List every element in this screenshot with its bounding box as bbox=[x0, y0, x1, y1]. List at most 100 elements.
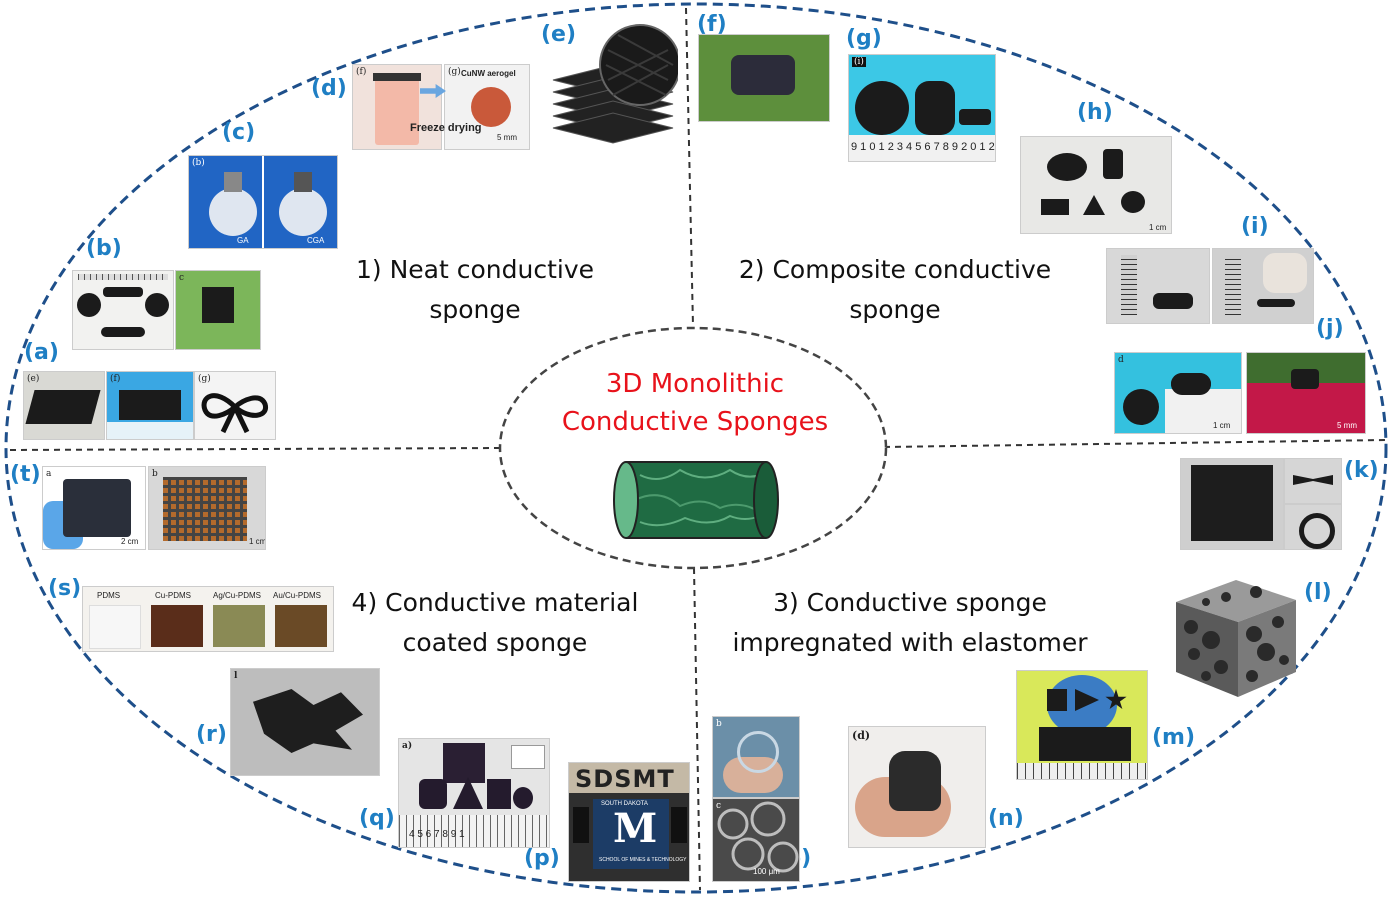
photo-k-1 bbox=[1180, 458, 1284, 550]
photo-b-1 bbox=[72, 270, 174, 350]
photo-p-school: SCHOOL OF MINES & TECHNOLOGY bbox=[599, 857, 687, 863]
photo-a-2: (f) bbox=[106, 371, 194, 440]
photo-s-label4: Au/Cu-PDMS bbox=[273, 591, 322, 600]
sign-top bbox=[569, 763, 689, 793]
square bbox=[1047, 689, 1067, 711]
photo-b-2: c bbox=[175, 270, 261, 350]
photo-q-tag: a) bbox=[402, 741, 413, 751]
label-k: (k) bbox=[1344, 458, 1379, 483]
photo-a-tag-g: (g) bbox=[198, 374, 211, 384]
quadrant-3-line2: impregnated with elastomer bbox=[732, 628, 1088, 657]
photo-t-scale2: 1 cm bbox=[249, 537, 266, 546]
quadrant-3-title: 3) Conductive sponge impregnated with el… bbox=[705, 583, 1115, 663]
sponge-block bbox=[573, 807, 589, 843]
photo-o-1: b bbox=[712, 716, 800, 798]
photo-d-aerogel: CuNW aerogel bbox=[461, 69, 516, 78]
photo-p: SDSMT SOUTH DAKOTA M SCHOOL OF MINES & T… bbox=[568, 762, 690, 882]
sample-cu-pdms bbox=[151, 605, 203, 647]
label-n: (n) bbox=[988, 806, 1024, 831]
photo-d-1: (f) bbox=[352, 64, 442, 150]
photo-d-tag-f: (f) bbox=[356, 67, 367, 77]
center-title-line2: Conductive Sponges bbox=[561, 407, 829, 437]
photo-n-tag: (d) bbox=[852, 729, 871, 742]
label-i: (i) bbox=[1241, 214, 1269, 239]
rod bbox=[959, 109, 991, 125]
outer-ellipse bbox=[4, 2, 1388, 894]
divider-top bbox=[685, 7, 694, 327]
photo-l-porous-cube bbox=[1176, 580, 1296, 697]
photo-i-1 bbox=[1106, 248, 1210, 324]
label-b: (b) bbox=[86, 236, 122, 261]
label-m: (m) bbox=[1152, 725, 1196, 750]
quadrant-2-title: 2) Composite conductive sponge bbox=[715, 250, 1075, 330]
photo-o-scale: 100 μm bbox=[753, 867, 780, 876]
photo-j-scale1: 1 cm bbox=[1213, 421, 1231, 430]
sponge-block bbox=[671, 807, 687, 843]
photo-p-sdsmt: SDSMT bbox=[575, 765, 675, 793]
label-j: (j) bbox=[1316, 316, 1344, 341]
photo-o-2: c 100 μm bbox=[712, 798, 800, 882]
bent-sponge bbox=[889, 751, 941, 811]
label-q: (q) bbox=[359, 806, 395, 831]
vial bbox=[375, 75, 419, 145]
quadrant-2-line2: sponge bbox=[849, 295, 941, 324]
label-r: (r) bbox=[196, 722, 227, 747]
ruler bbox=[1017, 763, 1147, 779]
triangle bbox=[1083, 195, 1105, 215]
photo-s: PDMS Cu-PDMS Ag/Cu-PDMS Au/Cu-PDMS bbox=[82, 586, 334, 652]
photo-k-2 bbox=[1284, 458, 1342, 504]
disc bbox=[145, 293, 169, 317]
photo-g-ruler: 9 1 0 1 2 3 4 5 6 7 8 9 2 0 1 2 bbox=[851, 141, 995, 153]
quadrant-4-line1: 4) Conductive material bbox=[351, 588, 639, 617]
sponge-block bbox=[25, 390, 101, 424]
sample-pdms bbox=[89, 605, 141, 649]
label-c: (c) bbox=[222, 120, 256, 145]
photo-r-tag: l bbox=[234, 671, 238, 681]
photo-h-scale: 1 cm bbox=[1149, 223, 1167, 232]
quadrant-1-title: 1) Neat conductive sponge bbox=[330, 250, 620, 330]
twisted-sponge bbox=[253, 689, 363, 753]
sponge-block bbox=[119, 390, 181, 420]
photo-a-tag-f: (f) bbox=[110, 374, 121, 384]
photo-c: (b) GA CGA bbox=[188, 155, 338, 249]
ruler bbox=[1121, 255, 1137, 315]
sample-agcu-pdms bbox=[213, 605, 265, 647]
finger bbox=[1263, 253, 1307, 293]
cylinder bbox=[915, 81, 955, 135]
photo-j-tag-d: d bbox=[1118, 355, 1124, 365]
sponge-sheet bbox=[63, 479, 131, 537]
sample bbox=[224, 172, 242, 192]
photo-g-tag: (i) bbox=[852, 57, 866, 67]
disc bbox=[1121, 191, 1145, 213]
sponge-disc bbox=[731, 55, 795, 95]
cylinder bbox=[1103, 149, 1123, 179]
photo-j-2: e 5 mm bbox=[1246, 352, 1366, 434]
photo-e-layered-sponge bbox=[552, 24, 678, 144]
photo-t-1: a 2 cm bbox=[42, 466, 146, 550]
divider-right bbox=[883, 439, 1387, 448]
center-ellipse bbox=[498, 326, 888, 570]
pellets bbox=[103, 287, 143, 297]
foam-base bbox=[107, 422, 193, 439]
electrode-grid bbox=[163, 477, 247, 541]
sample-aucu-pdms bbox=[275, 605, 327, 647]
label-a: (a) bbox=[24, 340, 59, 365]
label-l: (l) bbox=[1304, 580, 1332, 605]
photo-k-3 bbox=[1284, 504, 1342, 550]
divider-bottom bbox=[693, 567, 701, 891]
label-d: (d) bbox=[311, 76, 347, 101]
photo-i-2 bbox=[1212, 248, 1314, 324]
photo-d-tag-g: (g) bbox=[448, 67, 461, 77]
photo-r: l bbox=[230, 668, 380, 776]
photo-m bbox=[1016, 670, 1148, 780]
photo-q: a) 4 5 6 7 8 9 1 bbox=[398, 738, 550, 848]
photo-h: 1 cm bbox=[1020, 136, 1172, 234]
label-t: (t) bbox=[10, 462, 41, 487]
photo-g: (i) 9 1 0 1 2 3 4 5 6 7 8 9 2 0 1 2 bbox=[848, 54, 996, 162]
sample bbox=[294, 172, 312, 192]
sponge-block bbox=[202, 287, 234, 323]
center-title: 3D Monolithic Conductive Sponges bbox=[520, 365, 870, 441]
vial-cap bbox=[373, 73, 421, 81]
photo-j-scale2: 5 mm bbox=[1337, 421, 1357, 430]
